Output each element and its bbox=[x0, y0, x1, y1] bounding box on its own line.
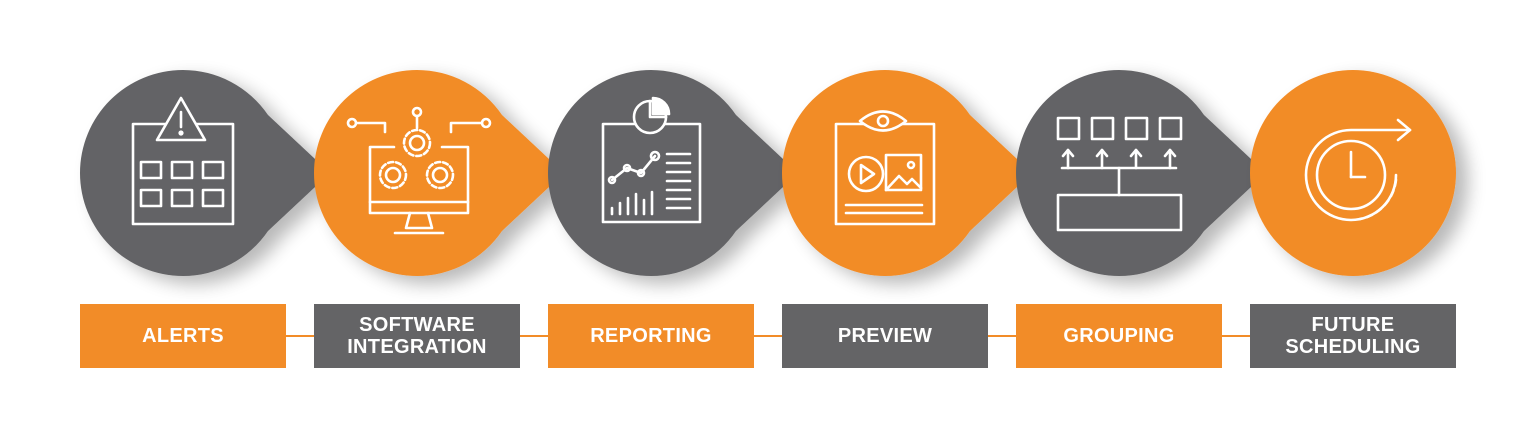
label-alerts: ALERTS bbox=[80, 304, 286, 368]
badge-shape bbox=[782, 70, 1032, 276]
step-badge-alerts bbox=[80, 70, 330, 276]
clock-arrow-icon bbox=[1304, 118, 1412, 222]
label-reporting: REPORTING bbox=[548, 304, 754, 368]
grouping-blocks-icon bbox=[1056, 116, 1183, 232]
step-badge-preview bbox=[782, 70, 1032, 276]
report-chart-icon bbox=[601, 96, 702, 224]
label-preview: PREVIEW bbox=[782, 304, 988, 368]
connector-line bbox=[754, 335, 782, 337]
alert-calendar-icon bbox=[131, 96, 235, 226]
step-badge-reporting bbox=[548, 70, 798, 276]
label-software-integration: SOFTWARE INTEGRATION bbox=[314, 304, 520, 368]
badge-shape bbox=[80, 70, 330, 276]
monitor-gears-icon bbox=[346, 106, 492, 235]
step-badge-grouping bbox=[1016, 70, 1266, 276]
step-badge-future-scheduling bbox=[1250, 70, 1456, 276]
step-badge-software-integration bbox=[314, 70, 564, 276]
badge-shape bbox=[1250, 70, 1456, 276]
badge-shape bbox=[314, 70, 564, 276]
label-future-scheduling: FUTURE SCHEDULING bbox=[1250, 304, 1456, 368]
badge-shape bbox=[1016, 70, 1266, 276]
connector-line bbox=[520, 335, 548, 337]
media-preview-icon bbox=[834, 110, 936, 226]
connector-line bbox=[988, 335, 1016, 337]
connector-line bbox=[286, 335, 314, 337]
connector-line bbox=[1222, 335, 1250, 337]
label-grouping: GROUPING bbox=[1016, 304, 1222, 368]
